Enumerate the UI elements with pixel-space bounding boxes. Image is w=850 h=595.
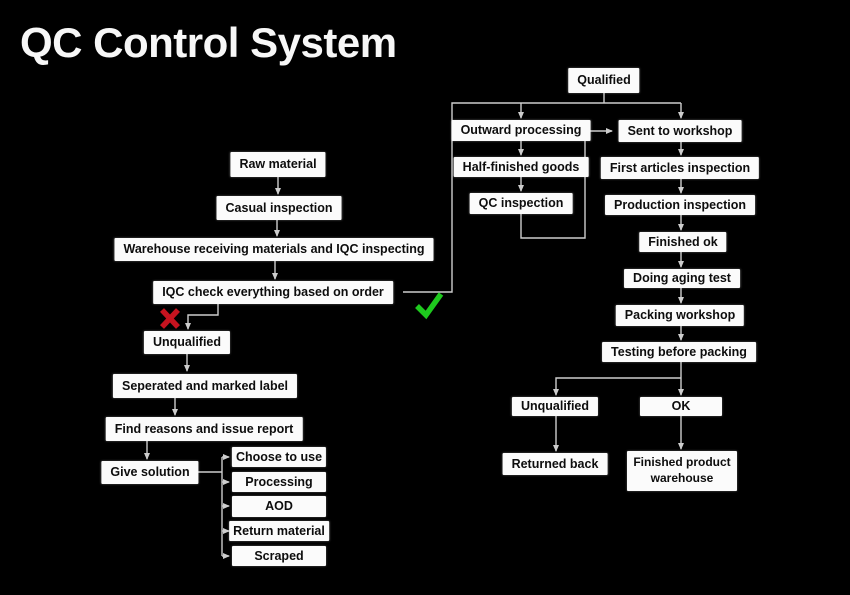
node-processing: Processing xyxy=(232,472,326,492)
edge-iqc-pass-rail xyxy=(403,102,681,293)
node-sent-to-workshop: Sent to workshop xyxy=(618,120,742,142)
node-give-solution: Give solution xyxy=(101,461,199,484)
node-warehouse-receiving: Warehouse receiving materials and IQC in… xyxy=(114,238,434,261)
node-ok: OK xyxy=(640,397,722,416)
node-finished-product-warehouse: Finished product warehouse xyxy=(627,451,737,491)
node-unqualified-right: Unqualified xyxy=(511,397,599,416)
node-aod: AOD xyxy=(232,496,326,517)
node-find-reasons: Find reasons and issue report xyxy=(105,417,303,441)
node-scraped: Scraped xyxy=(232,546,326,566)
node-choose-to-use: Choose to use xyxy=(231,447,327,467)
node-first-articles-inspection: First articles inspection xyxy=(600,157,760,179)
node-returned-back: Returned back xyxy=(502,453,608,475)
node-finished-ok: Finished ok xyxy=(639,232,727,252)
node-return-material: Return material xyxy=(229,521,329,541)
x-icon xyxy=(159,308,181,329)
edge-iqc-fail-to-unqualified xyxy=(185,304,219,330)
node-casual-inspection: Casual inspection xyxy=(216,196,342,220)
edge-qcinspection-loop-to-sentworkshop xyxy=(520,128,613,239)
node-iqc-check: IQC check everything based on order xyxy=(153,281,393,304)
node-raw-material: Raw material xyxy=(230,152,326,177)
node-testing-before-packing: Testing before packing xyxy=(602,342,756,362)
node-production-inspection: Production inspection xyxy=(605,195,755,215)
check-icon xyxy=(415,292,444,320)
node-outward-processing: Outward processing xyxy=(451,120,591,141)
node-half-finished-goods: Half-finished goods xyxy=(453,157,589,177)
node-qualified: Qualified xyxy=(568,68,640,93)
node-unqualified-left: Unqualified xyxy=(143,331,231,354)
node-packing-workshop: Packing workshop xyxy=(615,305,745,326)
node-qc-inspection: QC inspection xyxy=(469,193,573,214)
page-title: QC Control System xyxy=(20,19,397,66)
node-seperated-marked: Seperated and marked label xyxy=(112,374,298,398)
edge-testing-to-unqualified xyxy=(553,377,681,396)
node-doing-aging-test: Doing aging test xyxy=(624,269,740,288)
